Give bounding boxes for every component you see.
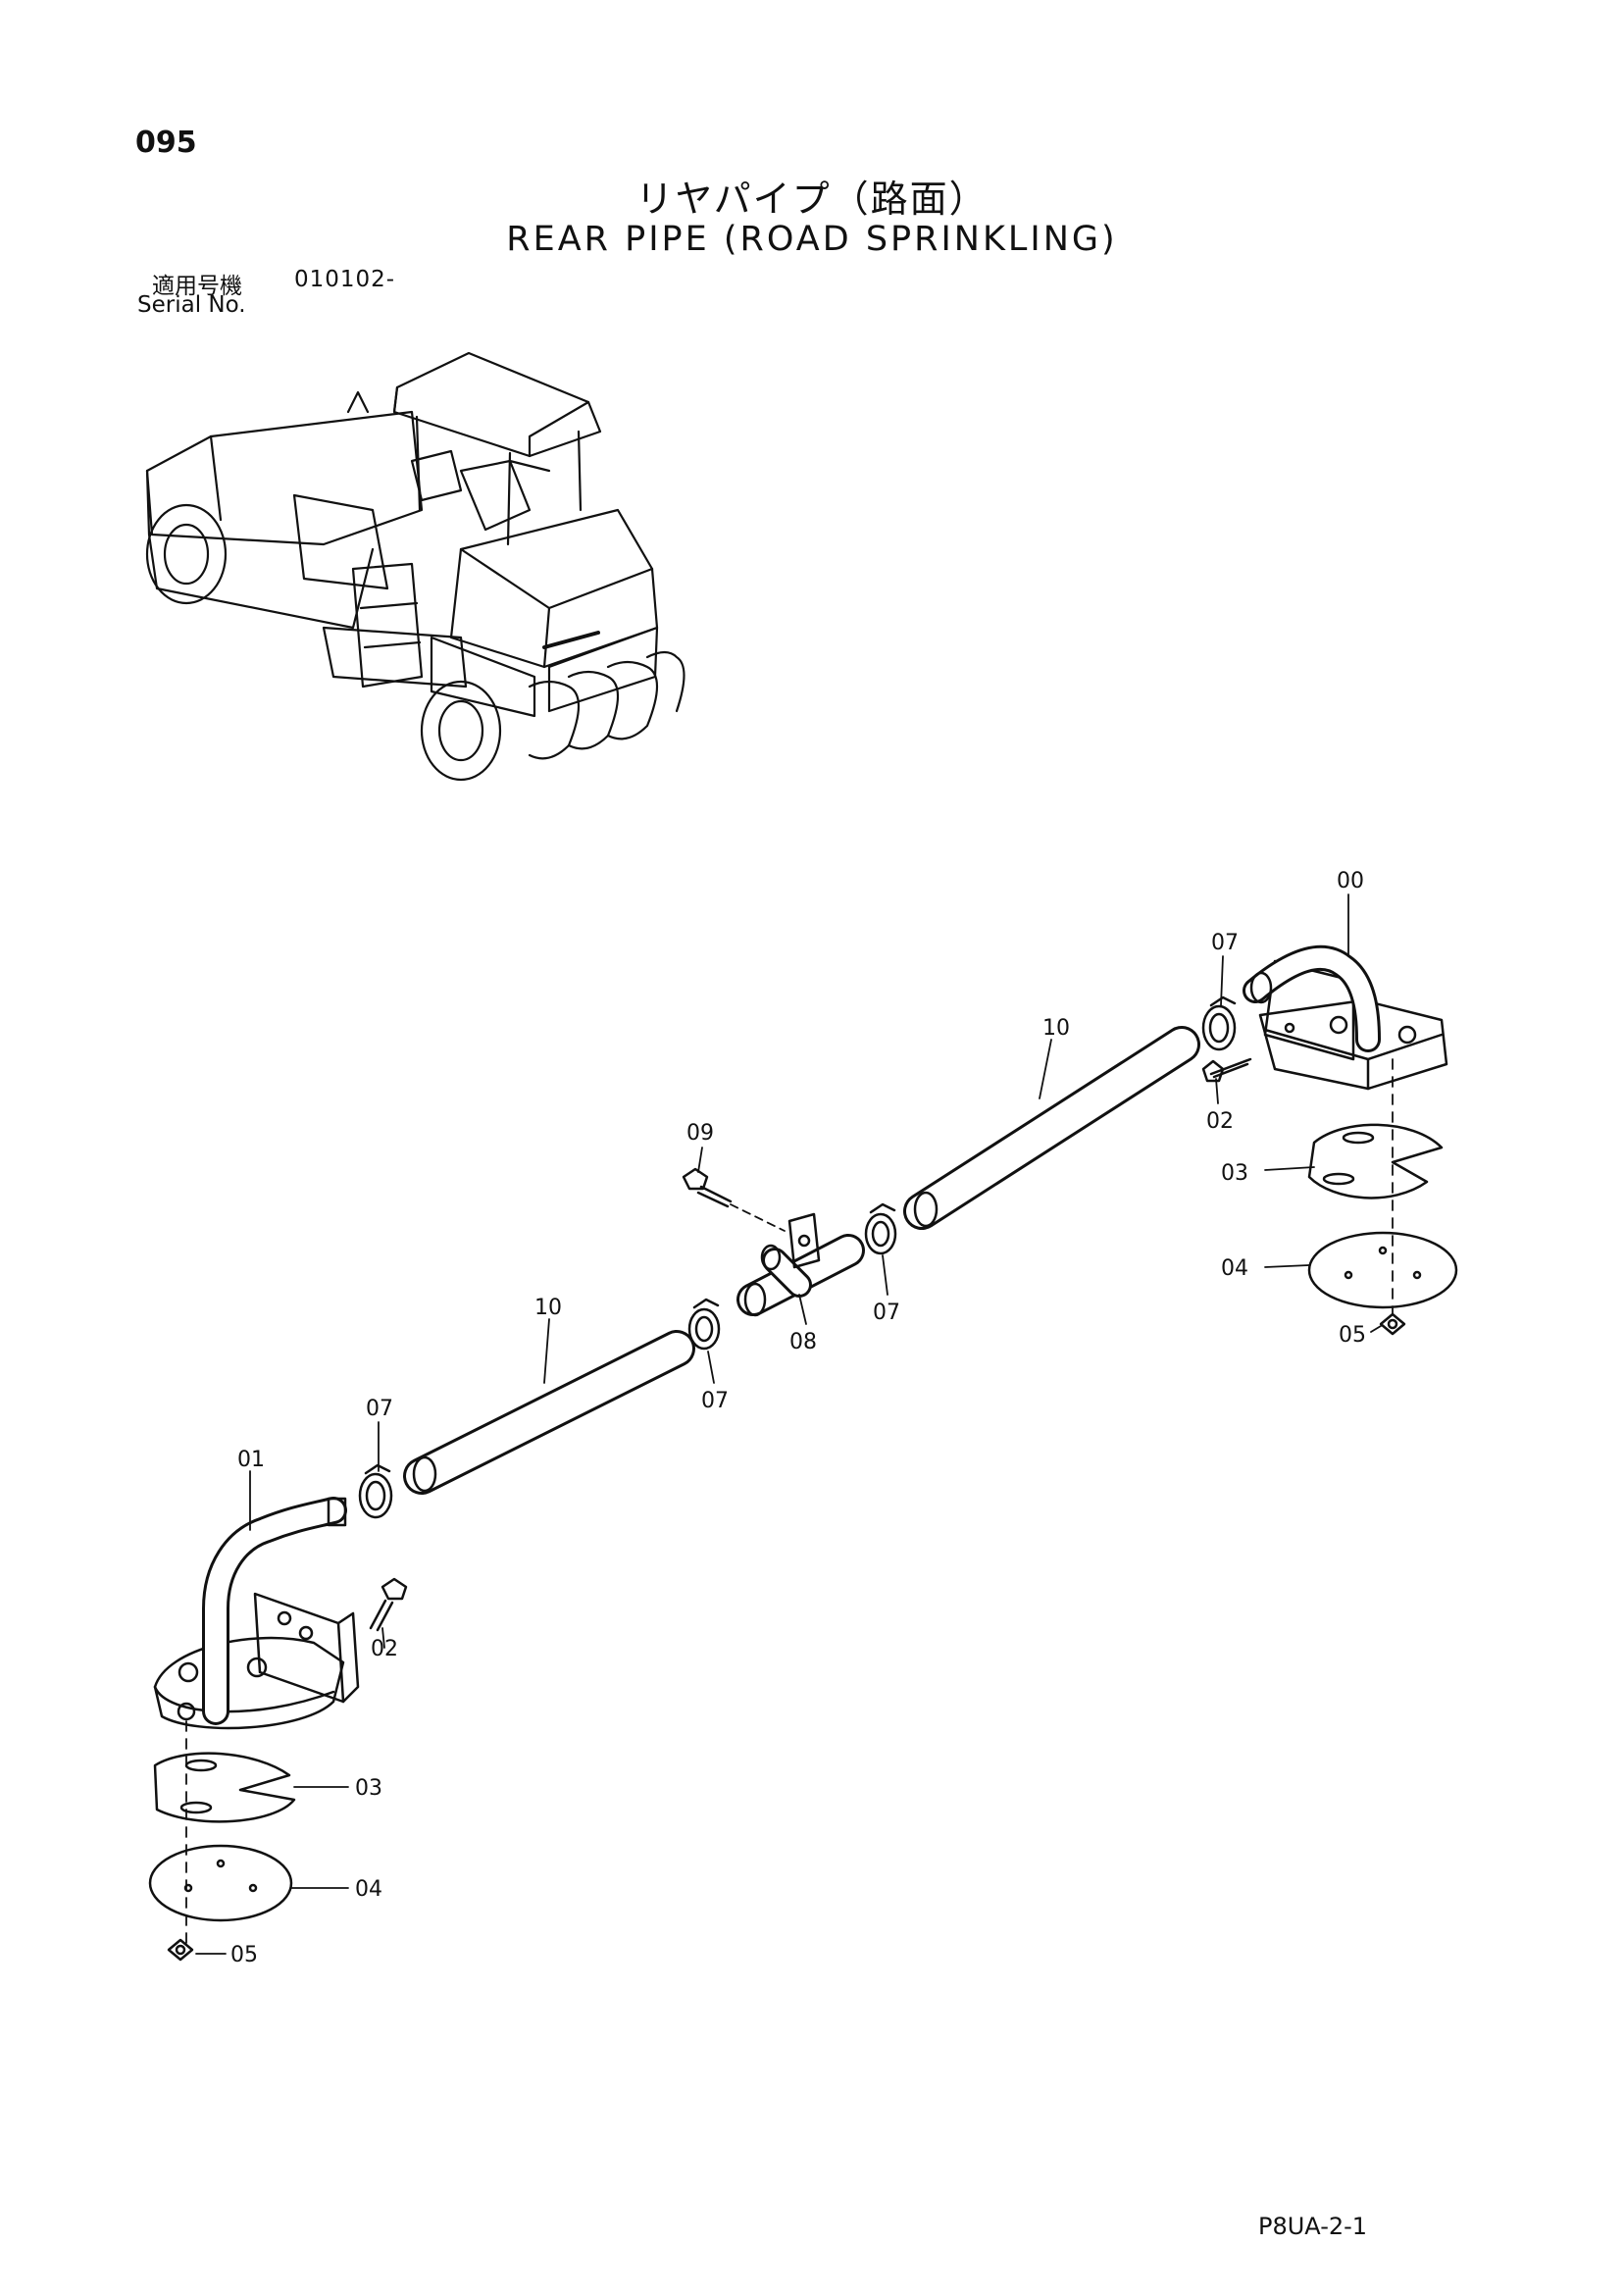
slotted-plate-03-left [153,1752,296,1823]
callout-03-top: 03 [1221,1161,1248,1186]
callout-04-left: 04 [355,1877,382,1902]
page-code: P8UA-2-1 [1258,2213,1368,2240]
round-plate-04-left [148,1844,293,1922]
callout-10-left: 10 [534,1296,562,1320]
clamp-07-left [358,1463,393,1519]
wing-nut-05-left [167,1938,194,1962]
tee-fitting-08 [736,1212,865,1317]
pipe-assembly-00 [1243,944,1448,1091]
callout-labels: 00 07 10 02 03 04 05 09 07 08 10 07 07 0… [230,869,1366,1967]
callout-07-mid2: 07 [701,1389,729,1413]
callout-08: 08 [789,1330,817,1354]
bolt-09 [682,1167,786,1232]
clamp-07-right [1201,995,1237,1051]
wing-nut-05-right [1379,1312,1406,1336]
clamp-07-middle-upper [864,1202,897,1255]
callout-02-top: 02 [1206,1109,1234,1134]
bolt-02-left [369,1577,408,1632]
callout-05-left: 05 [230,1943,258,1967]
callout-05-top: 05 [1339,1323,1366,1348]
callout-07-mid1: 07 [873,1301,900,1325]
roller-machine-illustration [145,351,685,782]
title-english: REAR PIPE (ROAD SPRINKLING) [506,220,1118,259]
callout-07-left: 07 [366,1397,393,1421]
round-plate-04-right [1307,1231,1458,1309]
callout-03-left: 03 [355,1776,382,1801]
clamp-07-middle-lower [687,1298,721,1351]
callout-07-top: 07 [1211,931,1239,955]
callout-04-top: 04 [1221,1256,1248,1281]
bolt-02-right [1201,1057,1252,1083]
hose-10-upper [903,1026,1200,1230]
callout-09: 09 [686,1121,714,1146]
callout-10-top: 10 [1042,1016,1070,1041]
hose-10-lower [403,1330,695,1495]
callout-00: 00 [1337,869,1364,893]
callout-02-left: 02 [371,1637,398,1661]
leader-lines [195,893,1382,1955]
serial-label-japanese: 適用号機 [152,274,242,299]
callout-01: 01 [237,1448,265,1472]
title-japanese: リヤパイプ（路面） [635,178,989,221]
serial-label-english: Serial No. [137,292,246,318]
page-number: 095 [135,126,197,160]
slotted-plate-03-right [1307,1123,1444,1199]
serial-number-value: 010102- [294,267,396,292]
pipe-assembly-01 [153,1497,360,1730]
